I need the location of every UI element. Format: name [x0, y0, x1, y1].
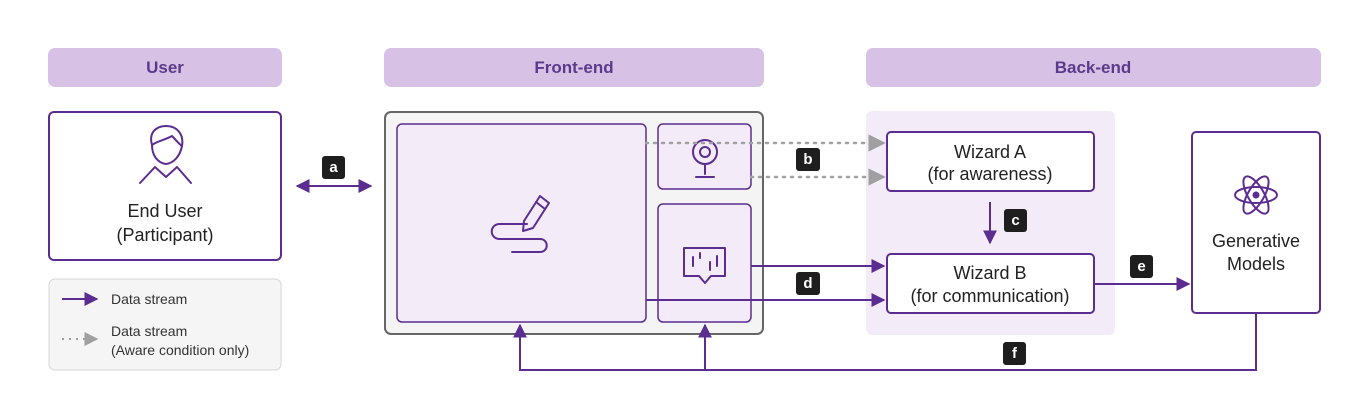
wizard-a-sublabel: (for awareness)	[927, 164, 1052, 184]
frontend-panel	[384, 111, 764, 335]
models-to-canvas-return-arrow	[513, 313, 1257, 371]
badge-b: b	[796, 148, 820, 171]
end-user-sublabel: (Participant)	[116, 225, 213, 245]
pen-stroke-icon	[490, 195, 550, 253]
badge-c-label: c	[1011, 212, 1019, 229]
legend-solid-label: Data stream	[111, 291, 187, 307]
webcam-icon	[692, 139, 718, 178]
audio-panel	[657, 203, 752, 323]
wizard-b-label: Wizard B	[953, 263, 1026, 283]
badge-b-label: b	[803, 151, 812, 168]
badge-d-label: d	[803, 275, 812, 292]
badge-d: d	[796, 272, 820, 295]
generative-models-sublabel: Models	[1227, 254, 1285, 274]
lane-header-backend: Back-end	[866, 48, 1321, 87]
generative-models-node: Generative Models	[1191, 131, 1321, 314]
badge-c: c	[1004, 209, 1027, 232]
end-user-label: End User	[127, 201, 202, 221]
legend-dotted-label: Data stream	[111, 323, 187, 339]
legend-dotted-sublabel: (Aware condition only)	[111, 342, 249, 358]
lane-title-user: User	[146, 58, 184, 77]
legend: Data stream Data stream (Aware condition…	[48, 278, 282, 371]
wizard-b-node: Wizard B (for communication)	[886, 253, 1095, 314]
badge-f: f	[1003, 342, 1026, 365]
badge-e-label: e	[1137, 258, 1145, 275]
badge-a: a	[322, 156, 345, 179]
lane-header-user: User	[48, 48, 282, 87]
wizard-a-node: Wizard A (for awareness)	[886, 131, 1095, 192]
lane-title-backend: Back-end	[1055, 58, 1132, 77]
lane-header-frontend: Front-end	[384, 48, 764, 87]
wizard-b-sublabel: (for communication)	[910, 286, 1069, 306]
badge-a-label: a	[329, 159, 338, 176]
atom-icon	[1234, 175, 1278, 215]
generative-models-label: Generative	[1212, 231, 1300, 251]
end-user-node: End User (Participant)	[48, 111, 282, 261]
wizard-a-label: Wizard A	[954, 142, 1026, 162]
badge-e: e	[1130, 255, 1153, 278]
person-icon	[139, 125, 192, 184]
audio-message-icon	[683, 247, 726, 284]
lane-title-frontend: Front-end	[534, 58, 613, 77]
badge-f-label: f	[1012, 345, 1018, 362]
